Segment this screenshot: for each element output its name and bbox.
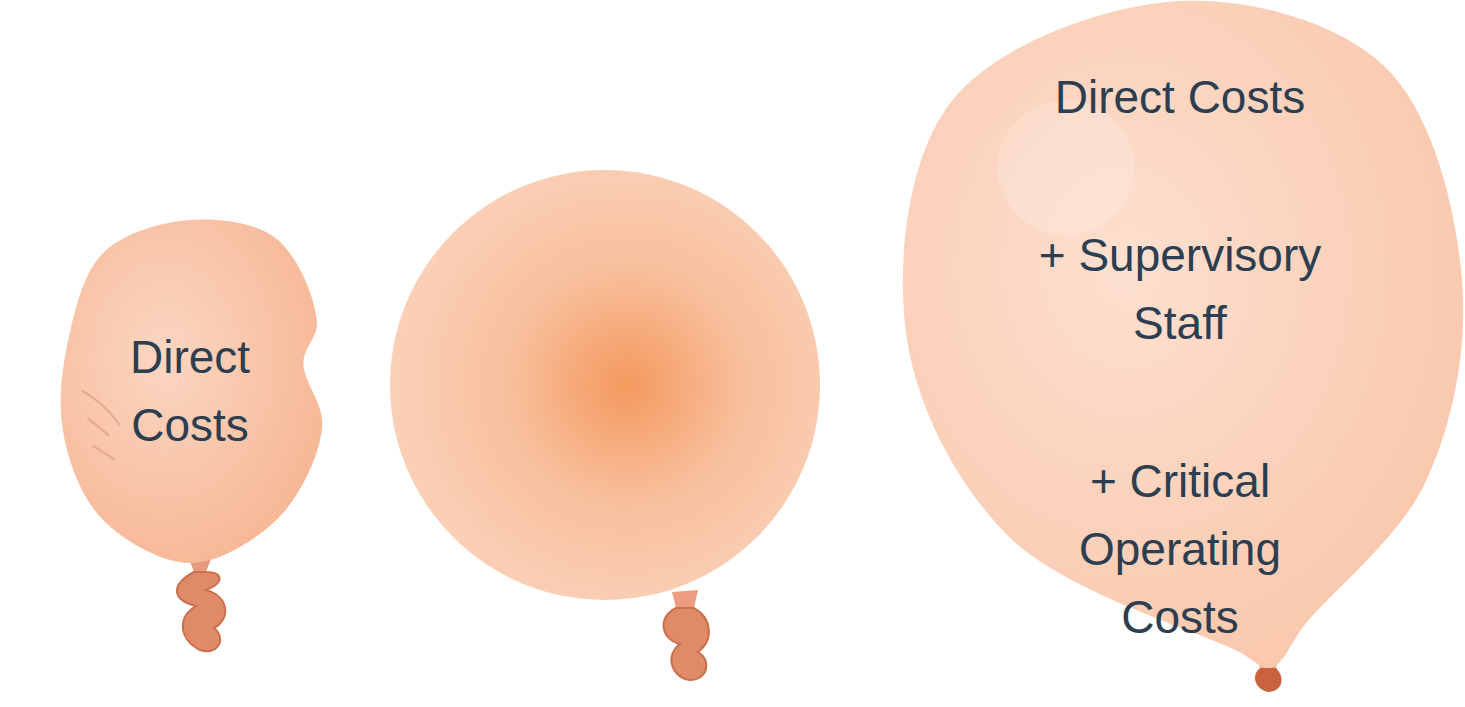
balloon: Direct Costs — [55, 218, 325, 563]
balloon-knot — [177, 556, 225, 651]
balloon-crease — [82, 391, 120, 426]
cost-label: Direct Costs — [90, 323, 290, 459]
balloon-outline — [55, 218, 325, 563]
balloon-empty — [390, 170, 820, 680]
balloon-body — [903, 1, 1463, 668]
cost-label: + Supervisory Staff — [1030, 221, 1330, 357]
cost-label: Direct Costs — [1055, 63, 1305, 131]
balloon-crease — [93, 446, 115, 460]
balloon-body — [61, 220, 323, 563]
balloon: Direct Costs + Supervisory Staff + Critica… — [895, 0, 1465, 671]
cost-label: + Critical Operating Costs — [1030, 447, 1330, 651]
balloon-crease — [87, 418, 109, 435]
